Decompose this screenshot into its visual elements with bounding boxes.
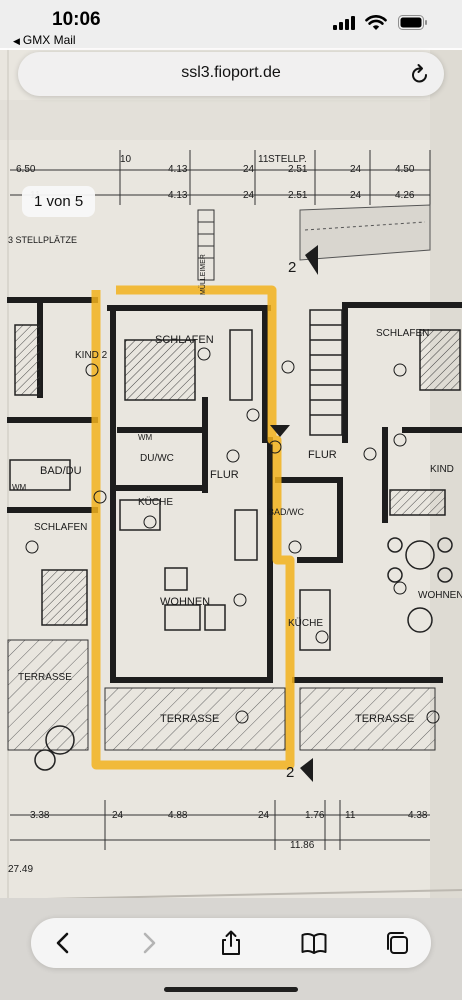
battery-icon (398, 15, 427, 30)
svg-text:6.50: 6.50 (16, 164, 36, 175)
svg-text:TERRASSE: TERRASSE (18, 672, 72, 683)
svg-text:FLUR: FLUR (210, 469, 239, 481)
status-time: 10:06 (52, 9, 101, 30)
svg-text:TERRASSE: TERRASSE (160, 713, 219, 725)
url-text: ssl3.fioport.de (181, 64, 281, 81)
svg-text:WM: WM (12, 483, 27, 492)
svg-text:3.38: 3.38 (30, 810, 50, 821)
svg-text:11.86: 11.86 (290, 840, 315, 851)
svg-text:SCHLAFEN: SCHLAFEN (376, 328, 429, 339)
svg-text:SCHLAFEN: SCHLAFEN (155, 334, 214, 346)
svg-text:4.13: 4.13 (168, 164, 188, 175)
svg-text:24: 24 (112, 810, 124, 821)
bookmarks-icon[interactable] (300, 930, 328, 956)
svg-text:SCHLAFEN: SCHLAFEN (34, 522, 87, 533)
svg-text:BAD/WC: BAD/WC (268, 507, 305, 517)
svg-text:3 STELLPLÄTZE: 3 STELLPLÄTZE (8, 235, 77, 245)
back-chevron-icon[interactable] (50, 930, 78, 956)
svg-text:24: 24 (350, 190, 362, 201)
svg-text:24: 24 (350, 164, 362, 175)
tabs-icon[interactable] (383, 930, 411, 956)
svg-text:MÜLLEIMER: MÜLLEIMER (199, 254, 207, 295)
svg-text:4.88: 4.88 (168, 810, 188, 821)
svg-text:24: 24 (243, 190, 255, 201)
svg-text:2.51: 2.51 (288, 164, 308, 175)
forward-chevron-icon[interactable] (134, 930, 162, 956)
svg-text:2.51: 2.51 (288, 190, 308, 201)
svg-text:FLUR: FLUR (308, 449, 337, 461)
svg-text:KIND 2: KIND 2 (75, 350, 108, 361)
svg-text:11: 11 (345, 810, 356, 821)
svg-text:4.13: 4.13 (168, 190, 188, 201)
browser-toolbar (31, 918, 431, 968)
status-bar: 10:06 ◀GMX Mail (0, 0, 462, 50)
svg-text:BAD/DU: BAD/DU (40, 465, 82, 477)
home-indicator[interactable] (164, 987, 298, 992)
svg-text:KÜCHE: KÜCHE (138, 496, 173, 508)
svg-text:STELLP.: STELLP. (268, 154, 307, 165)
svg-text:27.49: 27.49 (8, 864, 33, 875)
svg-text:WOHNEN: WOHNEN (418, 590, 462, 601)
back-to-app-link[interactable]: ◀GMX Mail (13, 33, 76, 47)
svg-text:2: 2 (286, 764, 294, 781)
wifi-icon (365, 15, 387, 30)
svg-text:DU/WC: DU/WC (140, 453, 174, 464)
svg-text:2: 2 (288, 259, 296, 276)
back-app-label: GMX Mail (22, 33, 76, 47)
document-page[interactable]: 6.50 10 4.13 24 11 STELLP. 2.51 24 4.50 … (0, 48, 462, 898)
floor-plan-image: 6.50 10 4.13 24 11 STELLP. 2.51 24 4.50 … (0, 48, 462, 898)
svg-text:1.76: 1.76 (305, 810, 325, 821)
svg-text:4.26: 4.26 (395, 190, 415, 201)
svg-text:4.50: 4.50 (395, 164, 415, 175)
back-triangle-icon: ◀ (13, 36, 20, 46)
svg-text:TERRASSE: TERRASSE (355, 713, 414, 725)
svg-text:WOHNEN: WOHNEN (160, 596, 210, 608)
svg-text:KIND: KIND (430, 464, 454, 475)
reload-icon[interactable] (410, 63, 430, 85)
svg-text:4.38: 4.38 (408, 810, 428, 821)
svg-text:KÜCHE: KÜCHE (288, 617, 323, 629)
cellular-signal-icon (333, 16, 355, 30)
svg-text:24: 24 (258, 810, 270, 821)
svg-text:11: 11 (258, 154, 269, 165)
svg-text:24: 24 (243, 164, 255, 175)
address-bar[interactable]: ssl3.fioport.de (18, 52, 444, 96)
svg-text:10: 10 (120, 154, 132, 165)
share-icon[interactable] (217, 930, 245, 956)
svg-text:WM: WM (138, 433, 153, 442)
page-indicator: 1 von 5 (22, 186, 96, 217)
